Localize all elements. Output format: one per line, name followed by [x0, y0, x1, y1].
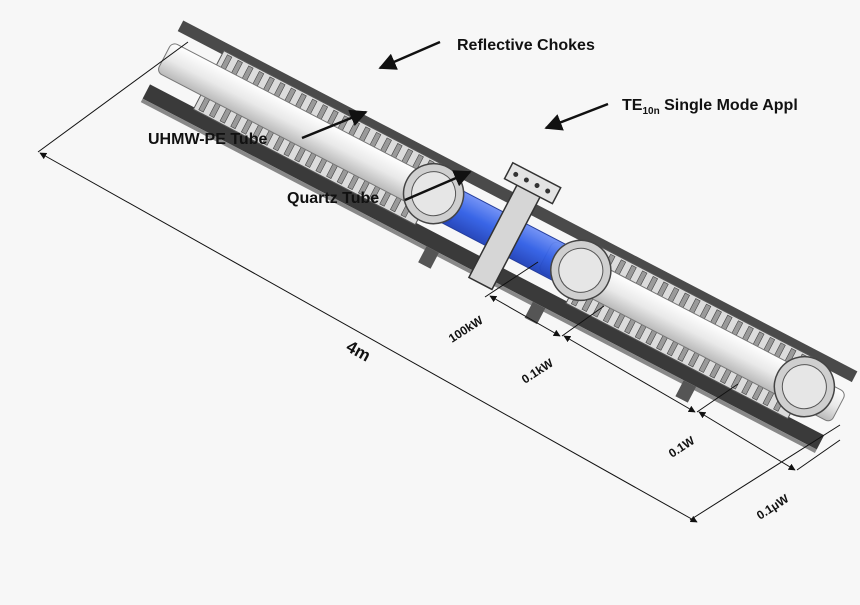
dim-extension-100kw: [484, 261, 539, 298]
reflective-chokes-label: Reflective Chokes: [457, 37, 595, 54]
dim-extension-0-1w: [696, 383, 739, 413]
uhmw-tube-label: UHMW-PE Tube: [148, 131, 267, 148]
dim-0-1w-line: [698, 411, 796, 471]
dim-extension-left: [37, 41, 189, 153]
dim-total-length-label: 4m: [343, 337, 374, 366]
chokes-callout-arrow: [378, 40, 441, 70]
applicator-callout-arrow: [544, 102, 609, 131]
apparatus: [140, 20, 858, 454]
applicator-label-subscript: 10n: [642, 106, 659, 117]
applicator-label-prefix: TE: [622, 97, 643, 114]
far-right-flange-inner: [781, 364, 827, 410]
power-label-0-1w: 0.1W: [666, 433, 698, 460]
power-label-0-1uw: 0.1μW: [754, 491, 792, 522]
dim-100kw-line: [489, 295, 561, 337]
quartz-tube-label: Quartz Tube: [287, 190, 379, 207]
power-label-100kw: 100kW: [446, 313, 486, 346]
dim-extension-0-1uw: [796, 439, 841, 471]
dim-extension-0-1kw: [561, 305, 605, 337]
applicator-label: TE10n Single Mode Appl: [622, 97, 798, 117]
dim-extension-bottom: [689, 424, 841, 521]
quartz-callout-arrow: [404, 170, 472, 202]
applicator-label-suffix: Single Mode Appl: [660, 97, 798, 114]
power-label-0-1kw: 0.1kW: [519, 356, 556, 387]
dim-total-length: [39, 152, 698, 523]
uhmw-callout-arrow: [301, 109, 368, 140]
dim-0-1kw-line: [563, 335, 696, 413]
